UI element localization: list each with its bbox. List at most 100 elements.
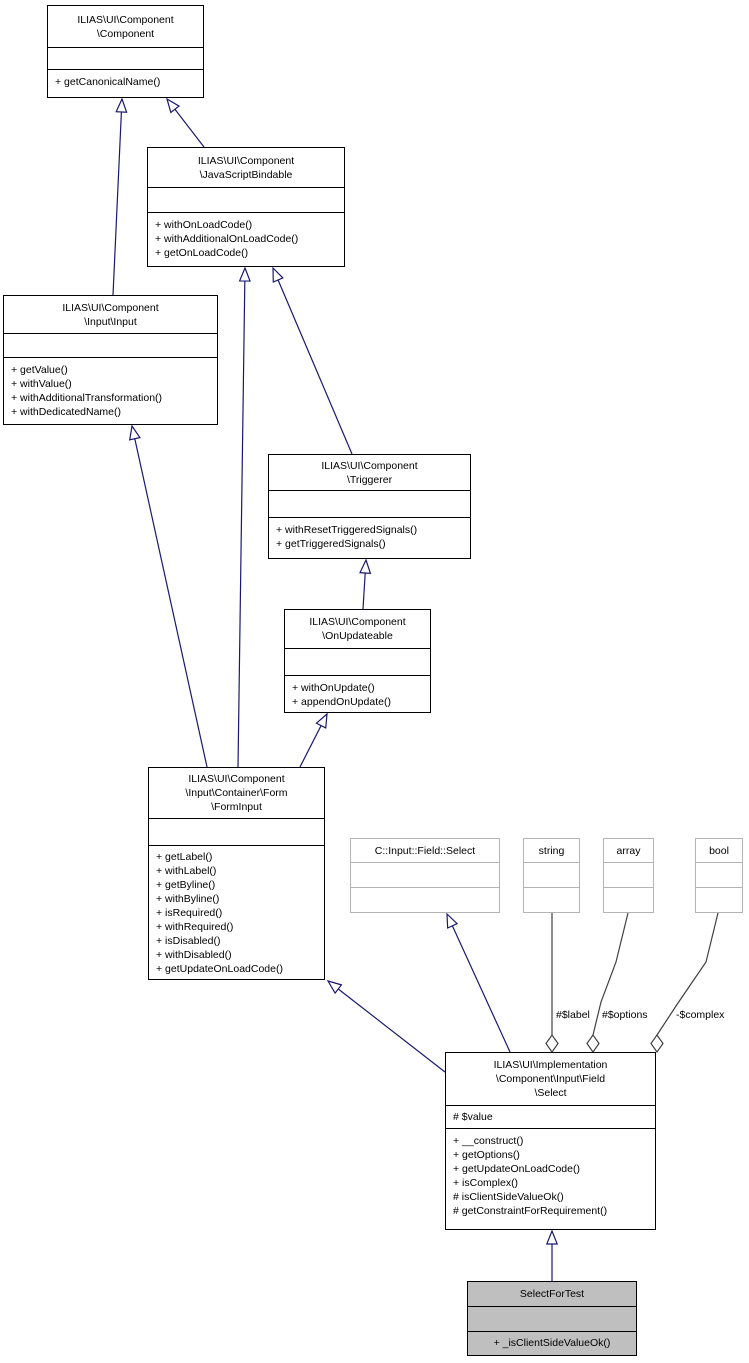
method-entry: + withResetTriggeredSignals()	[276, 524, 418, 536]
class-attributes	[468, 1307, 636, 1332]
class-title-line: bool	[709, 844, 729, 857]
method-entry: + isComplex()	[453, 1177, 519, 1189]
class-methods: + getLabel() + withLabel() + getByline()…	[149, 846, 324, 976]
class-box-javascriptbindable[interactable]: ILIAS\UI\Component \JavaScriptBindable +…	[147, 147, 345, 267]
edge-label-dollar-complex: -$complex	[676, 1009, 725, 1021]
class-title: ILIAS\UI\Component \Input\Container\Form…	[149, 768, 324, 819]
edge-label-dollar-label: #$label	[556, 1009, 590, 1021]
class-title: C::Input::Field::Select	[351, 839, 499, 863]
class-methods	[524, 888, 579, 893]
method-entry: + isRequired()	[156, 907, 223, 919]
class-attributes	[48, 48, 203, 70]
edge-forminput-to-onupdateable	[299, 712, 328, 768]
method-entry: + getByline()	[156, 879, 216, 891]
class-attributes	[604, 863, 653, 888]
class-attributes	[4, 334, 217, 358]
class-title: ILIAS\UI\Component \Triggerer	[269, 455, 470, 491]
class-methods: + _isClientSideValueOk()	[468, 1332, 636, 1350]
edge-input-to-component	[112, 97, 128, 296]
method-entry: + getUpdateOnLoadCode()	[156, 963, 283, 975]
method-entry: + withOnLoadCode()	[155, 219, 253, 231]
class-box-bool: bool	[695, 838, 743, 913]
class-title-line: \Component	[96, 27, 155, 40]
method-entry: # isClientSideValueOk()	[453, 1191, 564, 1203]
edge-string-to-select	[545, 913, 559, 1054]
method-entry: + appendOnUpdate()	[292, 696, 391, 708]
class-title-line: C::Input::Field::Select	[374, 844, 476, 857]
class-box-forminput[interactable]: ILIAS\UI\Component \Input\Container\Form…	[148, 767, 325, 980]
class-title-line: \Input\Container\Form	[185, 787, 288, 799]
class-methods: + getValue() + withValue() + withAdditio…	[4, 358, 217, 419]
class-title-line: ILIAS\UI\Component	[62, 301, 159, 314]
method-entry: + _isClientSideValueOk()	[493, 1337, 611, 1349]
class-box-array: array	[603, 838, 654, 913]
method-entry: + getCanonicalName()	[55, 76, 161, 88]
edge-onupdateable-to-triggerer	[359, 558, 372, 610]
edge-jsbindable-to-component	[166, 97, 205, 148]
method-entry: + getLabel()	[156, 851, 213, 863]
class-box-select-implementation[interactable]: ILIAS\UI\Implementation \Component\Input…	[445, 1052, 656, 1230]
method-entry: + getOnLoadCode()	[155, 247, 249, 259]
class-title-line: \Select	[534, 1087, 567, 1099]
edge-select-to-cselect	[446, 912, 511, 1053]
class-title: ILIAS\UI\Component \JavaScriptBindable	[148, 148, 344, 188]
method-entry: + withRequired()	[156, 921, 234, 933]
class-attributes	[148, 188, 344, 213]
class-title-line: \Input\Input	[84, 315, 137, 328]
method-entry: + __construct()	[453, 1135, 524, 1147]
edge-label-dollar-options: #$options	[602, 1009, 648, 1021]
class-attributes	[149, 819, 324, 846]
class-title-line: ILIAS\UI\Component	[309, 616, 406, 628]
class-box-component[interactable]: ILIAS\UI\Component \Component + getCanon…	[47, 5, 204, 98]
method-entry: + withOnUpdate()	[292, 682, 375, 694]
class-box-onupdateable[interactable]: ILIAS\UI\Component \OnUpdateable + withO…	[284, 609, 431, 713]
class-title-line: \Component\Input\Field	[495, 1073, 606, 1085]
class-box-c-input-field-select[interactable]: C::Input::Field::Select	[350, 838, 500, 913]
edge-forminput-to-input	[128, 424, 208, 768]
class-methods	[696, 888, 742, 893]
method-entry: + getOptions()	[453, 1149, 520, 1161]
class-title-line: ILIAS\UI\Component	[188, 773, 285, 785]
method-entry: + getTriggeredSignals()	[276, 538, 386, 550]
edge-bool-to-select	[650, 912, 719, 1054]
class-title: ILIAS\UI\Implementation \Component\Input…	[446, 1053, 655, 1106]
class-box-input[interactable]: ILIAS\UI\Component \Input\Input + getVal…	[3, 295, 218, 425]
class-title-line: ILIAS\UI\Component	[77, 13, 174, 26]
edge-forminput-to-jsbindable	[237, 266, 251, 768]
class-title: bool	[696, 839, 742, 863]
method-entry: + withDisabled()	[156, 949, 232, 961]
class-methods: + getCanonicalName()	[48, 70, 203, 89]
class-attributes	[285, 649, 430, 676]
class-box-string: string	[523, 838, 580, 913]
class-title-line: ILIAS\UI\Component	[197, 154, 295, 167]
class-title-line: string	[538, 844, 565, 857]
class-methods: + withResetTriggeredSignals() + getTrigg…	[269, 518, 470, 551]
attribute-entry: # $value	[453, 1111, 493, 1123]
method-entry: + withByline()	[156, 893, 220, 905]
method-entry: + getValue()	[11, 364, 68, 376]
class-title: ILIAS\UI\Component \OnUpdateable	[285, 610, 430, 649]
class-title-line: array	[616, 844, 641, 857]
class-methods: + withOnLoadCode() + withAdditionalOnLoa…	[148, 213, 344, 260]
class-title-line: SelectForTest	[519, 1288, 585, 1300]
class-title: ILIAS\UI\Component \Input\Input	[4, 296, 217, 334]
class-title: ILIAS\UI\Component \Component	[48, 6, 203, 48]
class-title-line: \Triggerer	[346, 473, 393, 486]
edge-array-to-select	[586, 912, 629, 1054]
method-entry: # getConstraintForRequirement()	[453, 1205, 608, 1217]
method-entry: + withValue()	[11, 378, 72, 390]
class-methods	[604, 888, 653, 893]
class-title: string	[524, 839, 579, 863]
method-entry: + withLabel()	[156, 865, 217, 877]
class-title-line: ILIAS\UI\Implementation	[493, 1059, 608, 1071]
edge-selectfortest-to-select	[545, 1229, 559, 1281]
method-entry: + withAdditionalOnLoadCode()	[155, 233, 299, 245]
method-entry: + getUpdateOnLoadCode()	[453, 1163, 580, 1175]
class-box-selectfortest: SelectForTest + _isClientSideValueOk()	[467, 1281, 637, 1356]
method-entry: + isDisabled()	[156, 935, 221, 947]
class-attributes	[524, 863, 579, 888]
class-methods: + __construct() + getOptions() + getUpda…	[446, 1129, 655, 1218]
class-attributes: # $value	[446, 1106, 655, 1129]
class-box-triggerer[interactable]: ILIAS\UI\Component \Triggerer + withRese…	[268, 454, 471, 559]
